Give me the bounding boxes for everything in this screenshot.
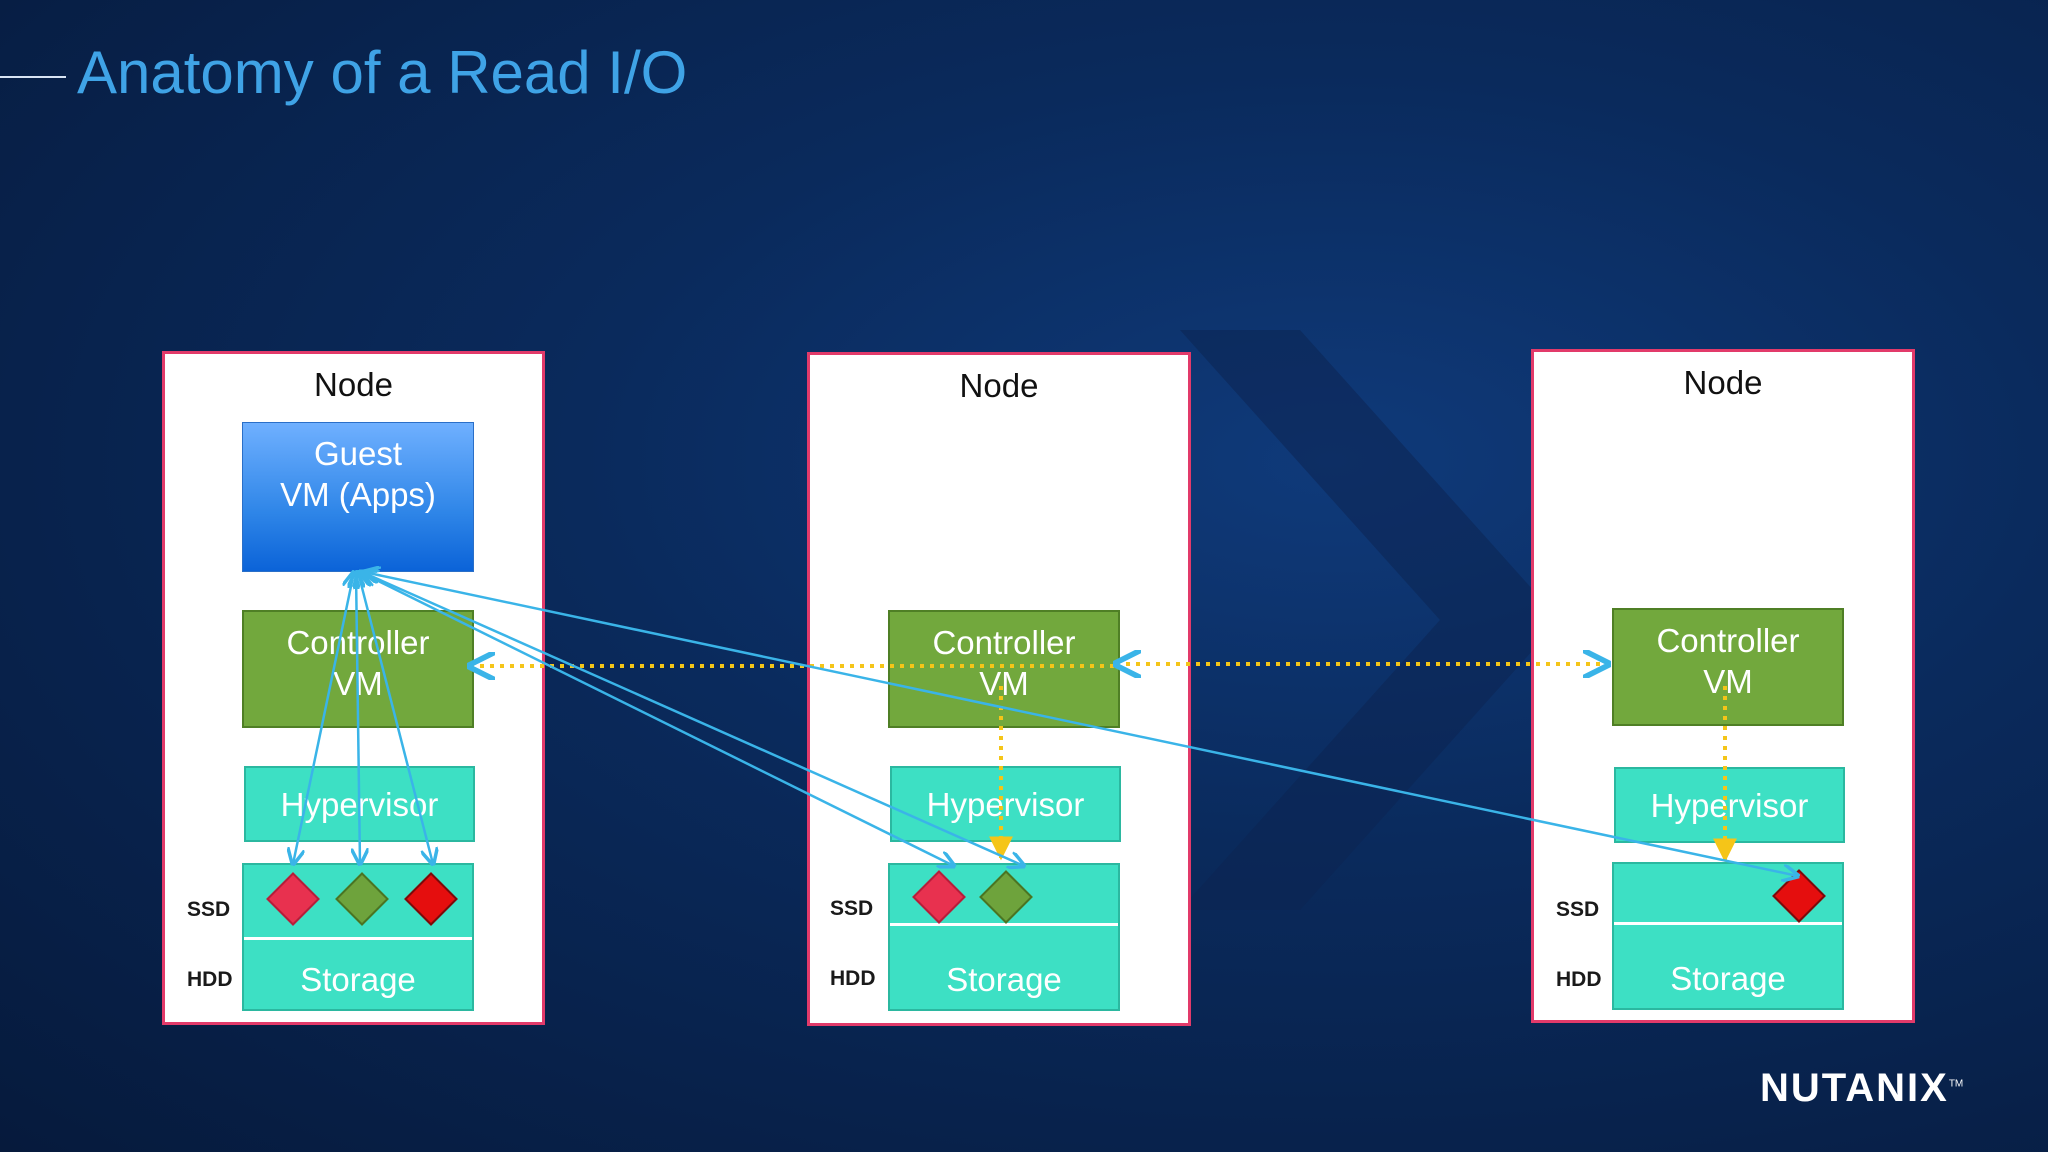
node-2-label: Node [959, 367, 1039, 404]
ssd-hdd-divider [1614, 922, 1842, 925]
node-3-controller-vm-label: Controller VM [1656, 622, 1800, 700]
node-1-storage-label: Storage [300, 961, 416, 998]
guest-vm-label: Guest VM (Apps) [280, 435, 436, 513]
nutanix-logo-text: NUTANIX [1760, 1066, 1949, 1110]
node-3-hypervisor-label: Hypervisor [1650, 786, 1809, 824]
node-2-controller-vm-label: Controller VM [932, 624, 1076, 702]
slide-title: Anatomy of a Read I/O [77, 39, 688, 106]
node-3: Node Controller VM Hypervisor Storage SS… [1531, 349, 1915, 1023]
node-1-ssd-label: SSD [187, 898, 231, 921]
ssd-hdd-divider [890, 923, 1118, 926]
title-rule [0, 76, 66, 78]
nutanix-logo: NUTANIXTM [1760, 1066, 1963, 1111]
node-3-ssd-label: SSD [1556, 898, 1600, 921]
node-1-controller-vm-label: Controller VM [286, 624, 430, 702]
node-3-storage-label: Storage [1670, 960, 1786, 997]
node-1-label: Node [314, 366, 393, 403]
node-2-hdd-label: HDD [830, 967, 876, 990]
node-3-hdd-label: HDD [1556, 968, 1602, 991]
node-3-label: Node [1683, 364, 1763, 401]
node-2-ssd-label: SSD [830, 897, 874, 920]
ssd-hdd-divider [244, 937, 472, 940]
node-3-hypervisor: Hypervisor [1614, 767, 1845, 843]
guest-vm: Guest VM (Apps) [242, 422, 474, 572]
trademark-mark: TM [1948, 1078, 1964, 1090]
node-2-storage-label: Storage [946, 961, 1062, 998]
node-1-hypervisor: Hypervisor [244, 766, 475, 842]
node-2-hypervisor-label: Hypervisor [926, 785, 1085, 823]
node-2-hypervisor: Hypervisor [890, 766, 1121, 842]
node-2-controller-vm: Controller VM [888, 610, 1120, 728]
node-2: Node Controller VM Hypervisor Storage SS… [807, 352, 1191, 1026]
node-1-hypervisor-label: Hypervisor [280, 785, 439, 823]
node-1-controller-vm: Controller VM [242, 610, 474, 728]
node-1: Node Guest VM (Apps) Controller VM Hyper… [162, 351, 545, 1025]
node-3-controller-vm: Controller VM [1612, 608, 1844, 726]
node-1-hdd-label: HDD [187, 968, 233, 991]
